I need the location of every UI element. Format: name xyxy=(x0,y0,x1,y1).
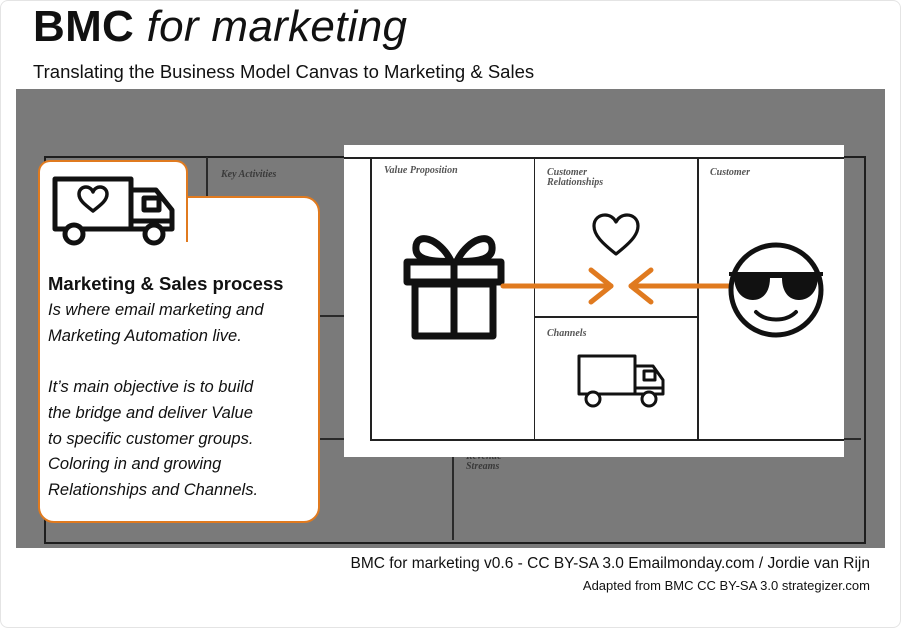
customer-relationships-label: Customer Relationships xyxy=(547,167,604,188)
callout-box: Marketing & Sales process Is where email… xyxy=(38,160,320,523)
value-proposition-label: Value Proposition xyxy=(384,165,458,176)
callout-line: Is where email marketing and xyxy=(48,301,264,319)
arrow-left-icon xyxy=(628,267,732,305)
arrow-right-icon xyxy=(500,267,614,305)
callout-line: the bridge and deliver Value xyxy=(48,404,253,422)
panel-divider xyxy=(534,316,698,318)
gift-icon xyxy=(403,235,505,340)
footer-attribution: Adapted from BMC CC BY-SA 3.0 strategize… xyxy=(582,578,870,593)
key-activities-label: Key Activities xyxy=(221,169,277,180)
panel-divider xyxy=(370,157,372,441)
customer-label: Customer xyxy=(710,167,751,178)
panel-bottom-line xyxy=(370,439,844,441)
panel-divider xyxy=(697,157,699,441)
callout-body xyxy=(38,196,320,523)
callout-line: It’s main objective is to build xyxy=(48,378,254,396)
truck-icon xyxy=(577,354,665,408)
channels-label: Channels xyxy=(547,328,587,339)
footer-license: BMC for marketing v0.6 - CC BY-SA 3.0 Em… xyxy=(350,555,870,572)
heart-icon xyxy=(592,213,640,256)
callout-line: Marketing Automation live. xyxy=(48,327,242,345)
truck-heart-icon xyxy=(52,176,175,246)
page-title: BMC for marketing xyxy=(33,2,407,52)
canvas-grid-line xyxy=(452,440,454,540)
sunglasses-smiley-icon xyxy=(728,242,824,338)
title-italic: for marketing xyxy=(146,2,408,51)
callout-heading: Marketing & Sales process xyxy=(48,273,284,294)
callout-line: to specific customer groups. xyxy=(48,430,254,448)
page-subtitle: Translating the Business Model Canvas to… xyxy=(33,61,535,82)
panel-divider xyxy=(534,157,535,441)
callout-line: Coloring in and growing xyxy=(48,455,222,473)
callout-line: Relationships and Channels. xyxy=(48,481,259,499)
canvas-grid-line xyxy=(320,315,344,317)
panel-top-line xyxy=(344,157,844,159)
title-bold: BMC xyxy=(33,2,135,51)
